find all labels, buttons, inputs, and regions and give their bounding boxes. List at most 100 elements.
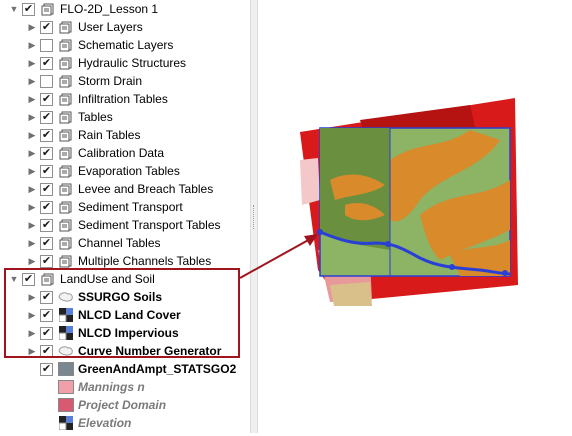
layer-checkbox[interactable]: ✔ [40,344,53,358]
tree-layer-item[interactable]: Mannings n [26,378,145,396]
group-folder-icon [58,235,74,251]
layer-checkbox[interactable]: ✔ [40,254,53,268]
raster-layer-icon [58,307,74,323]
layer-label: Mannings n [78,380,145,394]
tree-group-item[interactable]: ▶ ✔ Calibration Data [26,144,165,162]
tree-group-item[interactable]: ▶ ✔ Hydraulic Structures [26,54,187,72]
tree-group-item[interactable]: ▶ ✔ Infiltration Tables [26,90,168,108]
layer-label: GreenAndAmpt_STATSGO2 [78,362,237,376]
group-folder-icon [58,55,74,71]
tree-root-project[interactable]: ▼✔FLO-2D_Lesson 1 [8,0,159,18]
layer-checkbox[interactable]: ✔ [40,164,53,178]
expand-arrow-icon[interactable]: ▶ [28,147,36,158]
layer-checkbox[interactable]: ✔ [40,200,53,214]
tree-layer-item[interactable]: Project Domain [26,396,166,414]
expand-arrow-icon[interactable]: ▶ [28,219,36,230]
layer-label: Infiltration Tables [78,92,168,106]
tree-layer-item[interactable]: ▶ ✔ NLCD Land Cover [26,306,181,324]
tree-group-item[interactable]: ▶ ✔ Evaporation Tables [26,162,180,180]
layer-checkbox[interactable]: ✔ [22,272,35,286]
layer-checkbox[interactable] [40,38,53,52]
layer-label: Levee and Breach Tables [78,182,214,196]
layer-checkbox[interactable]: ✔ [40,20,53,34]
tree-group-item[interactable]: ▶ ✔ Multiple Channels Tables [26,252,212,270]
tree-group-item[interactable]: ▶✔User Layers [26,18,143,36]
group-folder-icon [58,253,74,269]
layer-label: Evaporation Tables [78,164,180,178]
layer-checkbox[interactable]: ✔ [40,218,53,232]
layer-checkbox[interactable]: ✔ [40,92,53,106]
layer-checkbox[interactable]: ✔ [40,236,53,250]
tree-group-landuse[interactable]: ▼✔LandUse and Soil [8,270,155,288]
layer-checkbox[interactable]: ✔ [40,308,53,322]
expand-arrow-icon[interactable]: ▶ [28,237,36,248]
layer-label: Multiple Channels Tables [78,254,212,268]
expand-arrow-icon[interactable]: ▶ [28,183,36,194]
group-folder-icon [58,109,74,125]
layer-label: NLCD Impervious [78,326,179,340]
layer-checkbox[interactable]: ✔ [40,290,53,304]
expand-arrow-icon[interactable]: ▶ [28,309,36,320]
expand-arrow-icon[interactable]: ▶ [28,255,36,266]
expand-arrow-icon[interactable]: ▶ [28,93,36,104]
tree-layer-item[interactable]: ✔ GreenAndAmpt_STATSGO2 [26,360,236,378]
expand-arrow-icon[interactable]: ▶ [28,327,36,338]
collapse-arrow-icon[interactable]: ▼ [9,274,19,284]
layer-label: Sediment Transport [78,200,183,214]
tree-layer-item[interactable]: ▶ ✔ NLCD Impervious [26,324,179,342]
expand-arrow-icon[interactable]: ▶ [28,39,36,50]
tree-group-item[interactable]: ▶✔Sediment Transport Tables [26,216,221,234]
layer-checkbox[interactable]: ✔ [40,56,53,70]
soil-orange-1 [390,130,500,222]
tree-group-item[interactable]: ▶ ✔ Sediment Transport [26,198,183,216]
channel-line [319,230,511,276]
layer-label: Schematic Layers [78,38,174,52]
map-canvas[interactable] [258,0,572,433]
layer-label: Hydraulic Structures [78,56,187,70]
layer-checkbox[interactable]: ✔ [40,128,53,142]
expand-arrow-icon[interactable]: ▶ [28,345,36,356]
expand-arrow-icon[interactable] [26,417,38,429]
layer-checkbox[interactable]: ✔ [40,146,53,160]
group-folder-icon [58,145,74,161]
layer-checkbox[interactable]: ✔ [40,182,53,196]
tree-layer-item[interactable]: ▶ ✔ SSURGO Soils [26,288,163,306]
layer-label: NLCD Land Cover [78,308,181,322]
channel-node [502,270,508,276]
panel-splitter[interactable] [250,0,258,433]
expand-arrow-icon[interactable] [26,399,38,411]
group-folder-icon [58,91,74,107]
expand-arrow-icon[interactable] [26,381,38,393]
layer-checkbox[interactable]: ✔ [40,110,53,124]
collapse-arrow-icon[interactable]: ▼ [9,4,19,14]
soil-orange-3 [330,174,385,200]
tree-group-item[interactable]: ▶Storm Drain [26,72,142,90]
expand-arrow-icon[interactable]: ▶ [28,129,36,140]
tree-group-item[interactable]: ▶ Schematic Layers [26,36,174,54]
expand-arrow-icon[interactable]: ▶ [28,75,36,86]
tree-group-item[interactable]: ▶✔Channel Tables [26,234,161,252]
tree-layer-item[interactable]: Elevation [26,414,131,432]
expand-arrow-icon[interactable]: ▶ [28,291,36,302]
layer-checkbox[interactable] [40,74,53,88]
tree-layer-item[interactable]: ▶✔Curve Number Generator [26,342,222,360]
channel-node [317,229,323,235]
expand-arrow-icon[interactable]: ▶ [28,111,36,122]
tree-group-item[interactable]: ▶ ✔ Levee and Breach Tables [26,180,214,198]
layer-label: Calibration Data [78,146,165,160]
expand-arrow-icon[interactable]: ▶ [28,201,36,212]
expand-arrow-icon[interactable]: ▶ [28,57,36,68]
layer-checkbox[interactable]: ✔ [22,2,35,16]
expand-arrow-icon[interactable]: ▶ [28,21,36,32]
splitter-grip[interactable] [253,205,256,229]
nlcd-raster-tan [330,282,372,306]
polygon-layer-icon [58,343,74,359]
expand-arrow-icon[interactable]: ▶ [28,165,36,176]
layer-checkbox[interactable]: ✔ [40,326,53,340]
tree-group-item[interactable]: ▶✔Rain Tables [26,126,141,144]
layer-checkbox[interactable]: ✔ [40,362,53,376]
tree-group-item[interactable]: ▶✔Tables [26,108,113,126]
expand-arrow-icon[interactable] [26,363,38,375]
group-folder-icon [58,37,74,53]
layer-label: SSURGO Soils [78,290,163,304]
